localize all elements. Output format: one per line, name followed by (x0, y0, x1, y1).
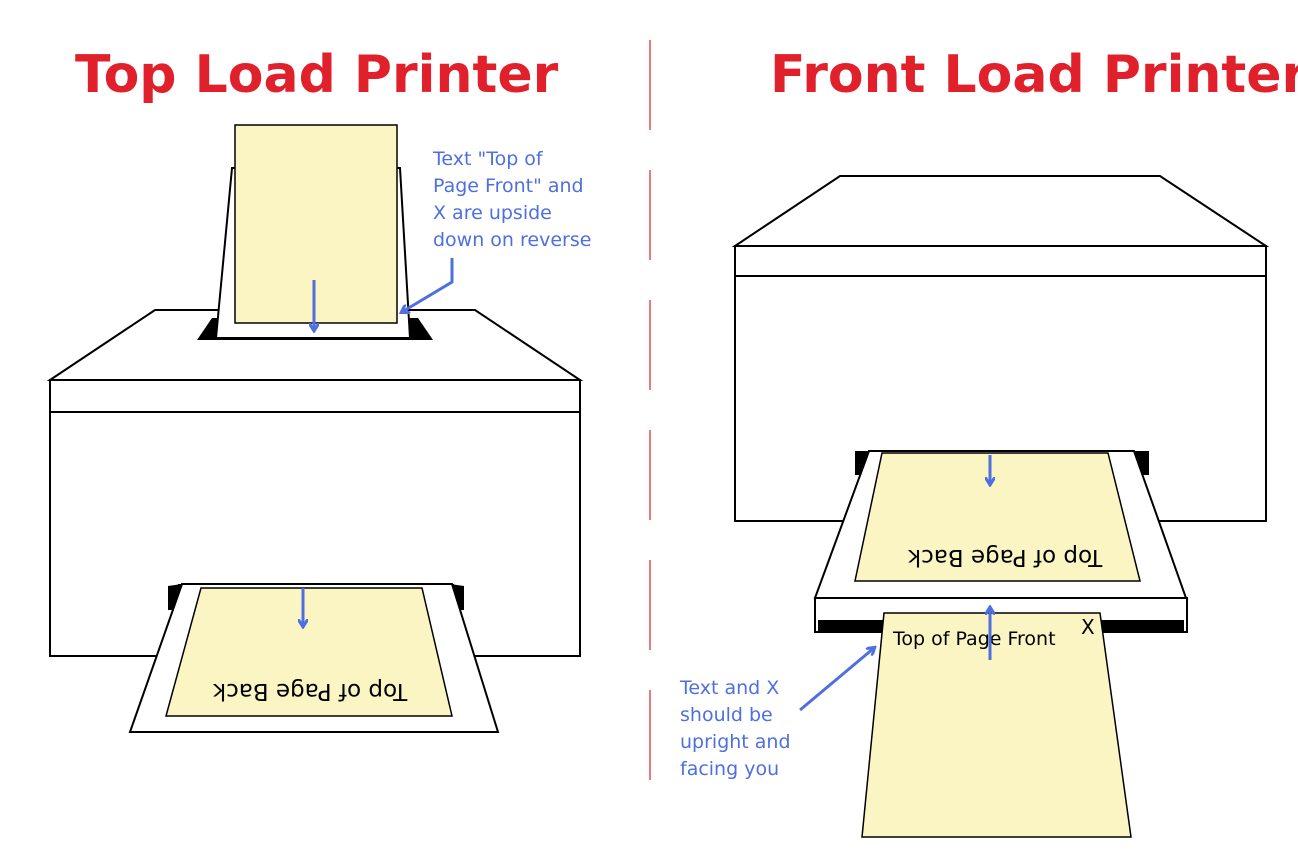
front-load-printer-lid (731, 175, 1270, 247)
left-annotation-line: Text "Top of (432, 148, 544, 170)
right-annotation: Text and X should be upright and facing … (679, 677, 797, 780)
front-load-printer-band (734, 245, 1267, 277)
left-title: Top Load Printer (75, 45, 559, 105)
left-annotation: Text "Top of Page Front" and X are upsid… (432, 148, 591, 251)
right-annotation-line: Text and X (679, 677, 779, 699)
left-annotation-line: down on reverse (433, 229, 591, 251)
left-output-paper-text: Top of Page Back (212, 678, 408, 704)
left-annotation-line: X are upside (433, 202, 552, 224)
x-mark: X (1081, 615, 1095, 639)
top-input-paper (234, 124, 398, 324)
left-annotation-line: Page Front" and (433, 175, 584, 197)
top-load-printer-band (49, 379, 581, 413)
pointer-arrow-icon (402, 258, 454, 312)
right-annotation-line: upright and (680, 731, 791, 753)
right-tray-paper-text: Top of Page Back (907, 544, 1103, 570)
right-annotation-line: facing you (680, 758, 779, 780)
right-annotation-line: should be (680, 704, 773, 726)
right-title: Front Load Printer (770, 45, 1298, 105)
pointer-arrow-icon (799, 648, 874, 712)
front-paper-text: Top of Page Front (892, 628, 1056, 650)
front-feed-paper (861, 612, 1132, 838)
front-tray-paper (854, 452, 1141, 582)
top-output-paper (165, 587, 453, 717)
